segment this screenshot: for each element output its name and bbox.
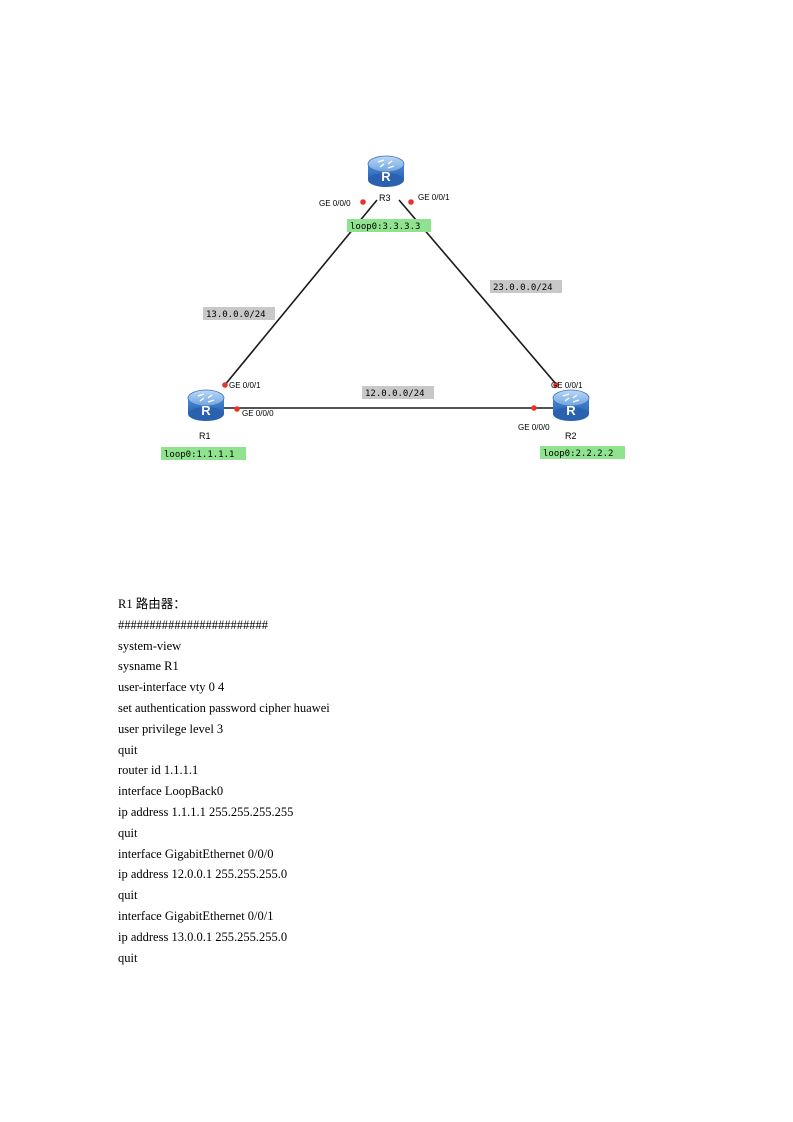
port-label-r2-ge001: GE 0/0/1 [551,381,583,390]
network-r2-r3-label: 23.0.0.0/24 [493,283,553,293]
router-icon-letter: R [566,403,576,418]
router-icon-letter: R [201,403,211,418]
config-line: quit [118,888,138,903]
r1-config-block: R1 路由器： ######################## system-… [118,594,538,968]
config-line: user privilege level 3 [118,721,224,736]
config-line: user-interface vty 0 4 [118,680,225,695]
config-line: quit [118,950,138,965]
config-line: system-view [118,638,182,653]
loopback-r1-bg [161,447,246,460]
router-r2-icon: R [552,389,590,421]
loopback-r3-bg [347,219,431,232]
network-r1-r3-bg [203,307,275,320]
router-r1-icon: R [187,389,225,421]
config-line: ip address 12.0.0.1 255.255.255.0 [118,867,288,882]
network-r2-r3-bg [490,280,562,293]
config-line: ip address 1.1.1.1 255.255.255.255 [118,804,294,819]
router-r3-icon: R [367,155,405,187]
router-r3-label: R3 [379,193,391,203]
port-label-r1-ge001: GE 0/0/1 [229,381,261,390]
config-line: sysname R1 [118,659,179,674]
port-dot [360,199,366,205]
config-line: interface GigabitEthernet 0/0/1 [118,908,274,923]
loopback-r2-bg [540,446,625,459]
config-line: set authentication password cipher huawe… [118,700,330,715]
config-line: interface GigabitEthernet 0/0/0 [118,846,274,861]
config-line: ######################## [118,617,268,632]
port-label-r2-ge000: GE 0/0/0 [518,423,550,432]
config-line: quit [118,742,138,757]
port-dot [531,405,537,411]
port-label-r3-ge001: GE 0/0/1 [418,193,450,202]
network-r1-r2-label: 12.0.0.0/24 [365,389,425,399]
port-dot [553,382,559,388]
config-heading: R1 路由器： [118,597,186,611]
config-line: ip address 13.0.0.1 255.255.255.0 [118,929,288,944]
loopback-r3-label: loop0:3.3.3.3 [350,222,420,232]
network-r1-r3-label: 13.0.0.0/24 [206,310,266,320]
config-line: router id 1.1.1.1 [118,763,199,778]
port-dot [234,406,240,412]
config-line: quit [118,825,138,840]
port-label-r3-ge000: GE 0/0/0 [319,199,351,208]
port-dot [408,199,414,205]
port-label-r1-ge000: GE 0/0/0 [242,409,274,418]
router-icon-letter: R [381,169,391,184]
network-r1-r2-bg [362,386,434,399]
network-topology-diagram: R R3 R R1 R R2 GE 0/0/0 GE 0/0/1 GE 0/0/… [161,155,625,460]
loopback-r1-label: loop0:1.1.1.1 [164,450,234,460]
loopback-r2-label: loop0:2.2.2.2 [543,449,613,459]
port-dot [222,382,228,388]
config-line: interface LoopBack0 [118,784,224,799]
router-r1-label: R1 [199,431,211,441]
router-r2-label: R2 [565,431,577,441]
